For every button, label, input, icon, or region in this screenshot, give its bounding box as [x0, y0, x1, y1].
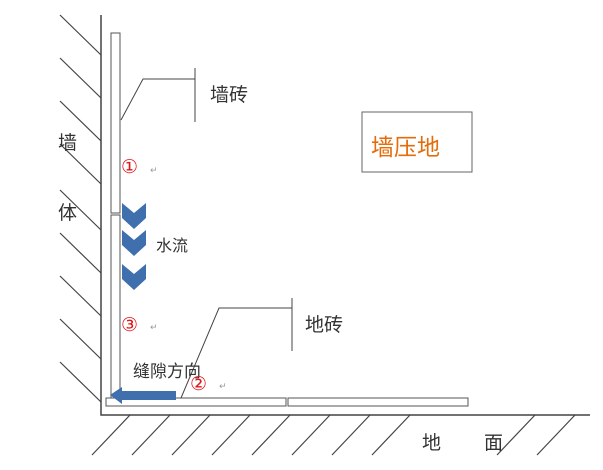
floor-hatching — [91, 414, 576, 456]
wall-label-2: 体 — [58, 202, 78, 224]
marker-1: ① — [121, 156, 139, 178]
title-label: 墙压地 — [371, 135, 440, 161]
floor-tile-2 — [287, 397, 469, 407]
floor-tile-leader — [180, 307, 292, 399]
title-box — [361, 111, 473, 173]
wall-hatching — [59, 14, 102, 403]
gap-direction-label: 缝隙方向 — [133, 362, 201, 382]
wall-floor-line — [100, 15, 590, 416]
marker-2: ② — [190, 373, 208, 395]
water-flow-chevrons — [122, 203, 146, 290]
floor-tile-label: 地砖 — [305, 314, 344, 336]
water-flow-label: 水流 — [156, 236, 189, 255]
marker-3: ③ — [121, 314, 139, 336]
return-mark: ↵ — [150, 166, 158, 176]
wall-tile-leader — [120, 78, 195, 121]
gap-direction-arrow — [110, 387, 176, 404]
wall-tile-label: 墙砖 — [210, 84, 249, 106]
wall-tile-lower — [110, 214, 121, 399]
floor-tile-1 — [105, 397, 287, 407]
wall-tile-upper — [110, 32, 121, 214]
floor-label-1: 地 — [422, 432, 442, 454]
wall-label-1: 墙 — [58, 132, 78, 154]
floor-label-2: 面 — [484, 432, 504, 454]
return-mark: ↵ — [150, 323, 158, 333]
return-mark: ↵ — [219, 382, 227, 392]
